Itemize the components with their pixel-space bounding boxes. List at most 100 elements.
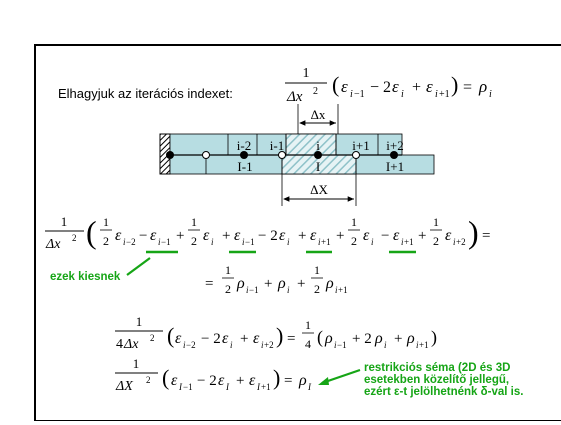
svg-text:−1: −1 xyxy=(354,89,365,100)
svg-text:): ) xyxy=(276,323,283,348)
svg-text:+1: +1 xyxy=(261,382,271,392)
svg-text:ε: ε xyxy=(175,330,182,347)
fine-label-1: i-2 xyxy=(237,138,251,153)
svg-text:+: + xyxy=(297,276,305,292)
svg-text:+: + xyxy=(418,228,426,244)
fine-label-5: i+2 xyxy=(386,138,403,153)
svg-text:+: + xyxy=(236,373,244,389)
svg-text:1: 1 xyxy=(133,356,140,371)
svg-text:− 2: − 2 xyxy=(258,228,278,244)
svg-text:+ 2: + 2 xyxy=(352,331,372,347)
svg-text:=: = xyxy=(463,79,472,96)
svg-text:−1: −1 xyxy=(183,382,193,392)
svg-text:−1: −1 xyxy=(161,237,171,247)
svg-text:): ) xyxy=(451,72,458,97)
dx-label: Δx xyxy=(311,107,326,122)
svg-text:ε: ε xyxy=(234,227,241,244)
svg-text:i: i xyxy=(416,340,419,350)
svg-text:−2: −2 xyxy=(126,237,136,247)
svg-text:i: i xyxy=(158,237,161,247)
note-cancel: ezek kiesnek xyxy=(50,271,121,283)
svg-text:i: i xyxy=(183,340,186,350)
svg-text:i: i xyxy=(401,89,404,100)
svg-text:(: ( xyxy=(167,323,174,348)
svg-text:(: ( xyxy=(86,214,97,250)
equation-1: 1 Δx 2 ( ε i −1 − 2 ε i + ε i +1 ) = ρ i xyxy=(285,66,492,105)
svg-text:1: 1 xyxy=(351,215,357,229)
svg-text:2: 2 xyxy=(103,234,109,248)
svg-text:i: i xyxy=(287,285,290,295)
svg-text:+: + xyxy=(412,79,421,96)
svg-text:=: = xyxy=(482,228,490,244)
svg-text:ε: ε xyxy=(253,330,260,347)
svg-text:i: i xyxy=(242,237,245,247)
svg-text:i: i xyxy=(246,285,249,295)
svg-text:(: ( xyxy=(317,327,323,348)
svg-text:−: − xyxy=(381,228,389,244)
slide-border-top xyxy=(34,44,561,46)
svg-text:ρ: ρ xyxy=(298,372,307,389)
svg-text:+1: +1 xyxy=(321,237,331,247)
note-restriction: restrikciós séma (2D és 3D esetekben köz… xyxy=(364,362,561,398)
intro-text: Elhagyjuk az iterációs indexet: xyxy=(58,86,233,101)
svg-text:1: 1 xyxy=(103,215,109,229)
svg-text:− 2: − 2 xyxy=(201,331,221,347)
svg-text:2: 2 xyxy=(72,233,77,243)
svg-text:+: + xyxy=(298,228,306,244)
equation-3: = 1 2 ρ i −1 + ρ i + 1 2 ρ i +1 xyxy=(205,263,348,296)
svg-text:1: 1 xyxy=(303,66,310,81)
svg-text:ε: ε xyxy=(171,372,178,389)
svg-text:i: i xyxy=(261,340,264,350)
svg-text:− 2: − 2 xyxy=(197,373,217,389)
svg-text:+: + xyxy=(394,331,402,347)
svg-text:i: i xyxy=(318,237,321,247)
svg-text:i: i xyxy=(453,237,456,247)
svg-text:1: 1 xyxy=(305,318,311,332)
svg-text:i: i xyxy=(371,237,374,247)
svg-text:−1: −1 xyxy=(337,340,347,350)
svg-text:ρ: ρ xyxy=(478,77,487,96)
svg-text:=: = xyxy=(287,331,295,347)
svg-text:ρ: ρ xyxy=(324,330,333,347)
svg-text:1: 1 xyxy=(136,314,143,329)
svg-text:Δx: Δx xyxy=(45,237,61,252)
svg-text:2: 2 xyxy=(146,375,151,385)
svg-text:1: 1 xyxy=(225,263,231,277)
svg-text:ε: ε xyxy=(426,77,433,96)
svg-text:ε: ε xyxy=(393,227,400,244)
svg-text:i: i xyxy=(287,237,290,247)
svg-text:(: ( xyxy=(162,365,169,390)
svg-text:=: = xyxy=(205,276,213,292)
svg-text:): ) xyxy=(431,327,437,348)
fine-label-3: i xyxy=(316,138,320,153)
note-restriction-line-1: restrikciós séma (2D és 3D xyxy=(364,362,511,374)
svg-text:I: I xyxy=(178,382,183,392)
slide-border-bottom xyxy=(34,420,561,421)
svg-text:+: + xyxy=(240,331,248,347)
svg-text:ρ: ρ xyxy=(325,275,334,292)
svg-text:I: I xyxy=(256,382,261,392)
svg-text:ε: ε xyxy=(279,227,286,244)
svg-text:Δx: Δx xyxy=(123,337,139,352)
svg-text:i: i xyxy=(489,89,492,100)
svg-text:+2: +2 xyxy=(264,340,274,350)
slide-border-left xyxy=(34,44,36,420)
note-restriction-line-3: ezért ε-t jelölhetnénk δ-val is. xyxy=(364,386,524,398)
svg-text:1: 1 xyxy=(314,263,320,277)
fine-label-2: i-1 xyxy=(270,138,284,153)
svg-text:+: + xyxy=(264,276,272,292)
svg-text:): ) xyxy=(273,365,280,390)
svg-text:ε: ε xyxy=(249,372,256,389)
svg-text:I: I xyxy=(225,382,230,392)
coarse-label-3: I+1 xyxy=(386,159,404,174)
DX-label: ΔX xyxy=(310,182,328,197)
svg-text:+: + xyxy=(176,228,184,244)
svg-text:ε: ε xyxy=(310,227,317,244)
svg-text:ρ: ρ xyxy=(406,330,415,347)
svg-text:−2: −2 xyxy=(186,340,196,350)
svg-text:ε: ε xyxy=(150,227,157,244)
svg-text:+2: +2 xyxy=(456,237,466,247)
equation-4: 1 4 Δx 2 ( ε i −2 − 2 ε i + ε i +2 ) = 1… xyxy=(115,314,437,352)
svg-text:+1: +1 xyxy=(419,340,429,350)
